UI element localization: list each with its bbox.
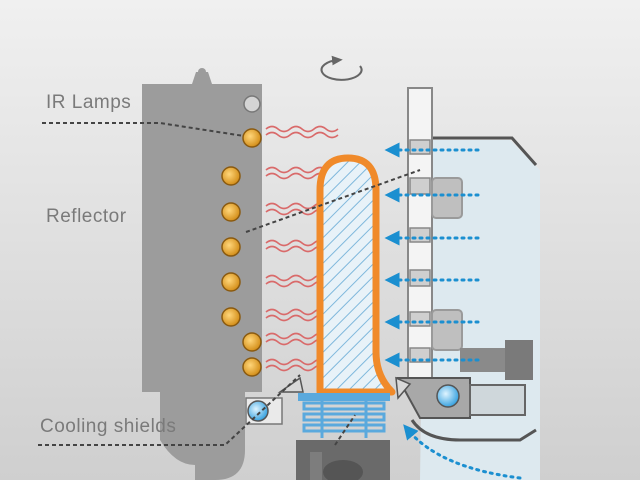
lamp [221,202,241,222]
spindle [296,440,390,480]
ir-lamps-label: IR Lamps [46,92,132,113]
ir-lamps [221,95,262,377]
reflector-brackets [431,177,533,380]
support-mechanism [396,377,526,419]
cooling-shields-label: Cooling shields [40,416,177,437]
reflector-label: Reflector [46,206,127,227]
lamp [242,357,262,377]
housing-knob [198,68,206,76]
lamp [221,307,241,327]
preform [316,154,396,396]
lamp [221,272,241,292]
shield-bearing [247,400,269,422]
air-flow-arrows [384,142,522,480]
lamp [242,332,262,352]
lamp-off [243,95,261,113]
bearing-ball [436,384,460,408]
rotation-arrow-icon [320,55,363,81]
lamp [221,237,241,257]
lamp [242,128,262,148]
leader-lines [38,122,421,446]
lamp [221,166,241,186]
